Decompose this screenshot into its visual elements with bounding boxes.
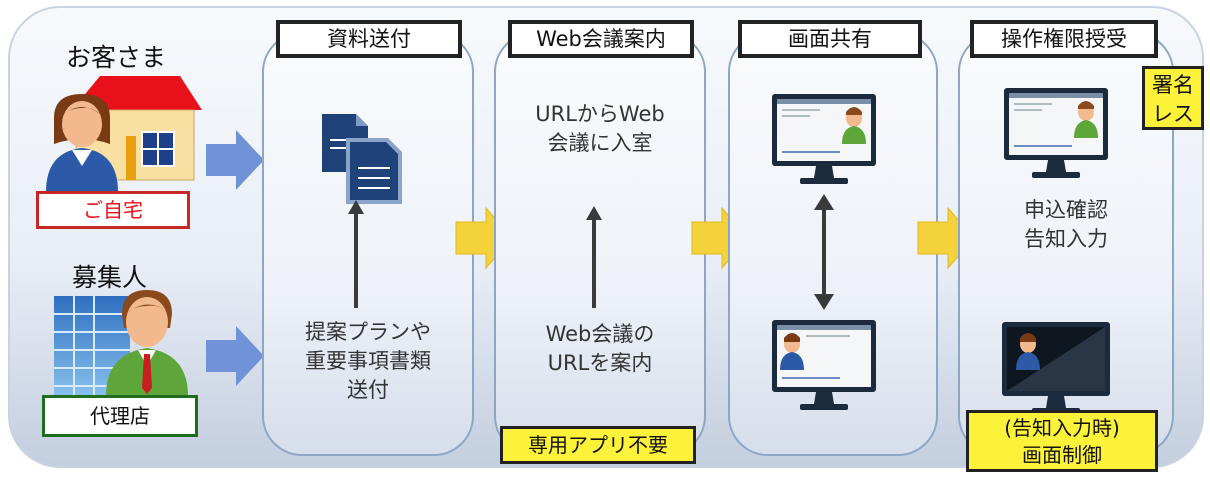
upward-arrow bbox=[586, 206, 602, 308]
step-header: Web会議案内 bbox=[508, 20, 694, 58]
step-header: 操作権限授受 bbox=[970, 20, 1158, 58]
blue-arrow-icon bbox=[206, 130, 264, 190]
customer-label: お客さま bbox=[66, 43, 167, 72]
monitor-icon bbox=[772, 320, 876, 410]
monitor-icon bbox=[1002, 322, 1110, 414]
agent-person-icon bbox=[106, 290, 188, 396]
agent-label: 募集人 bbox=[72, 263, 148, 292]
customer-person-icon bbox=[46, 94, 118, 192]
monitor-icon bbox=[1004, 88, 1108, 178]
signature-less-badge: 署名 レス bbox=[1142, 66, 1204, 130]
document-stack-icon bbox=[322, 114, 402, 204]
upward-arrow bbox=[348, 200, 364, 308]
agent-location-badge: 代理店 bbox=[42, 395, 198, 437]
screen-control-badge: (告知入力時) 画面制御 bbox=[966, 410, 1158, 472]
monitor-icon bbox=[772, 94, 876, 184]
step-document-sending bbox=[262, 32, 474, 456]
application-confirm-text: 申込確認 告知入力 bbox=[1024, 198, 1108, 251]
web-meeting-url-text: Web会議の URLを案内 bbox=[545, 322, 655, 375]
bidirectional-arrow bbox=[814, 194, 834, 310]
customer-location-badge: ご自宅 bbox=[36, 191, 190, 229]
step-header: 画面共有 bbox=[738, 20, 922, 58]
web-meeting-join-text: URLからWeb 会議に入室 bbox=[535, 102, 665, 155]
document-sending-text: 提案プランや 重要事項書類 送付 bbox=[305, 320, 431, 402]
step-header: 資料送付 bbox=[276, 20, 462, 58]
no-app-required-badge: 専用アプリ不要 bbox=[500, 426, 696, 464]
blue-arrow-icon bbox=[206, 326, 264, 386]
step-web-meeting-invite bbox=[494, 32, 706, 456]
